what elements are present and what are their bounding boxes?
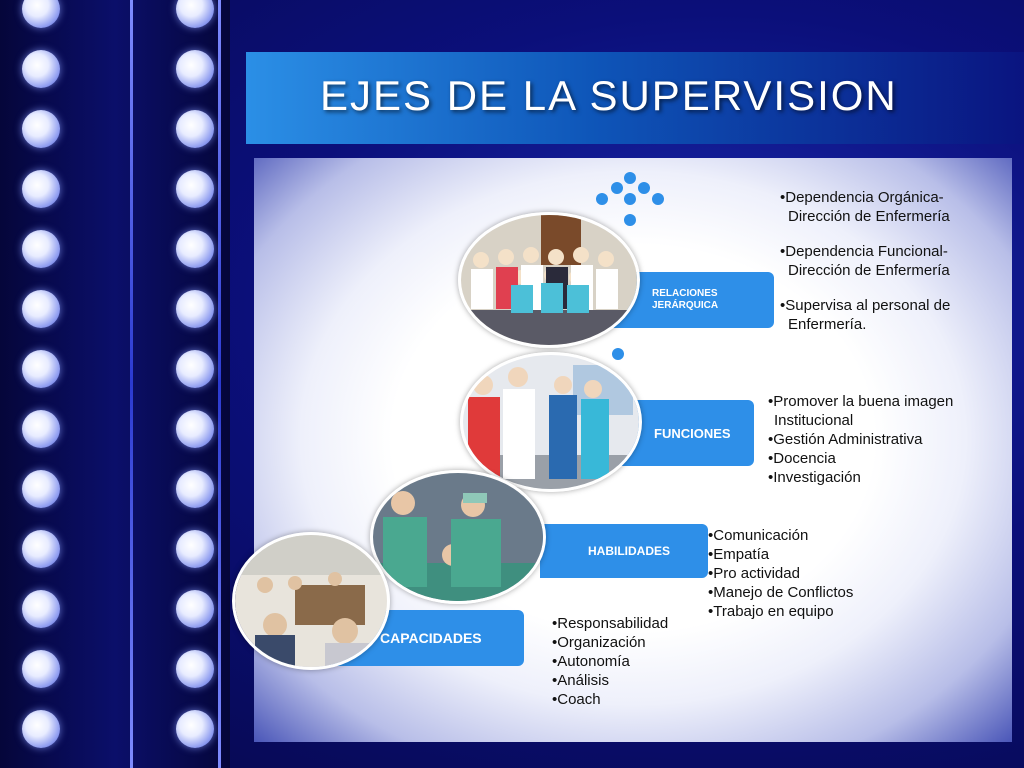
group-photo-habilidades (370, 470, 546, 604)
list-item: •Gestión Administrativa (768, 431, 923, 448)
list-item: •Investigación (768, 469, 861, 486)
list-item: •Responsabilidad (552, 615, 669, 632)
decorative-line (218, 0, 221, 768)
list-item: •Dependencia Orgánica- (780, 189, 944, 206)
list-item: •Organización (552, 634, 646, 651)
list-item: •Comunicación (708, 527, 809, 544)
funciones-list: •Promover la buena imagen Institucional … (768, 392, 953, 487)
list-item: •Dependencia Funcional- (780, 243, 948, 260)
group-photo-funciones (460, 352, 642, 492)
relaciones-list: •Dependencia Orgánica- Dirección de Enfe… (780, 188, 950, 334)
list-item: •Análisis (552, 672, 609, 689)
list-item: Enfermería. (788, 316, 867, 333)
list-item: •Docencia (768, 450, 836, 467)
habilidades-list: •Comunicación •Empatía •Pro actividad •M… (708, 526, 853, 621)
capacidades-list: •Responsabilidad •Organización •Autonomí… (552, 614, 668, 709)
list-item: •Supervisa al personal de (780, 297, 951, 314)
group-photo-capacidades (232, 532, 390, 670)
decorative-line (130, 0, 133, 768)
habilidades-label: HABILIDADES (588, 544, 671, 558)
list-item: •Pro actividad (708, 565, 800, 582)
list-item: Institucional (774, 412, 854, 429)
habilidades-tab: HABILIDADES (540, 524, 708, 578)
group-photo-relaciones (458, 212, 640, 348)
slide-title: EJES DE LA SUPERVISION (320, 72, 898, 119)
list-item: •Manejo de Conflictos (708, 584, 854, 601)
list-item: Dirección de Enfermería (788, 262, 950, 279)
list-item: •Trabajo en equipo (708, 603, 834, 620)
list-item: •Empatía (708, 546, 770, 563)
relaciones-label-line1: RELACIONES (652, 288, 718, 299)
list-item: •Autonomía (552, 653, 630, 670)
funciones-label: FUNCIONES (654, 425, 731, 441)
title-bar (246, 52, 1024, 144)
list-item: •Promover la buena imagen (768, 393, 954, 410)
list-item: •Coach (552, 691, 601, 708)
capacidades-label: CAPACIDADES (380, 630, 482, 646)
relaciones-label-line2: JERÁRQUICA (652, 300, 719, 311)
list-item: Dirección de Enfermería (788, 208, 950, 225)
